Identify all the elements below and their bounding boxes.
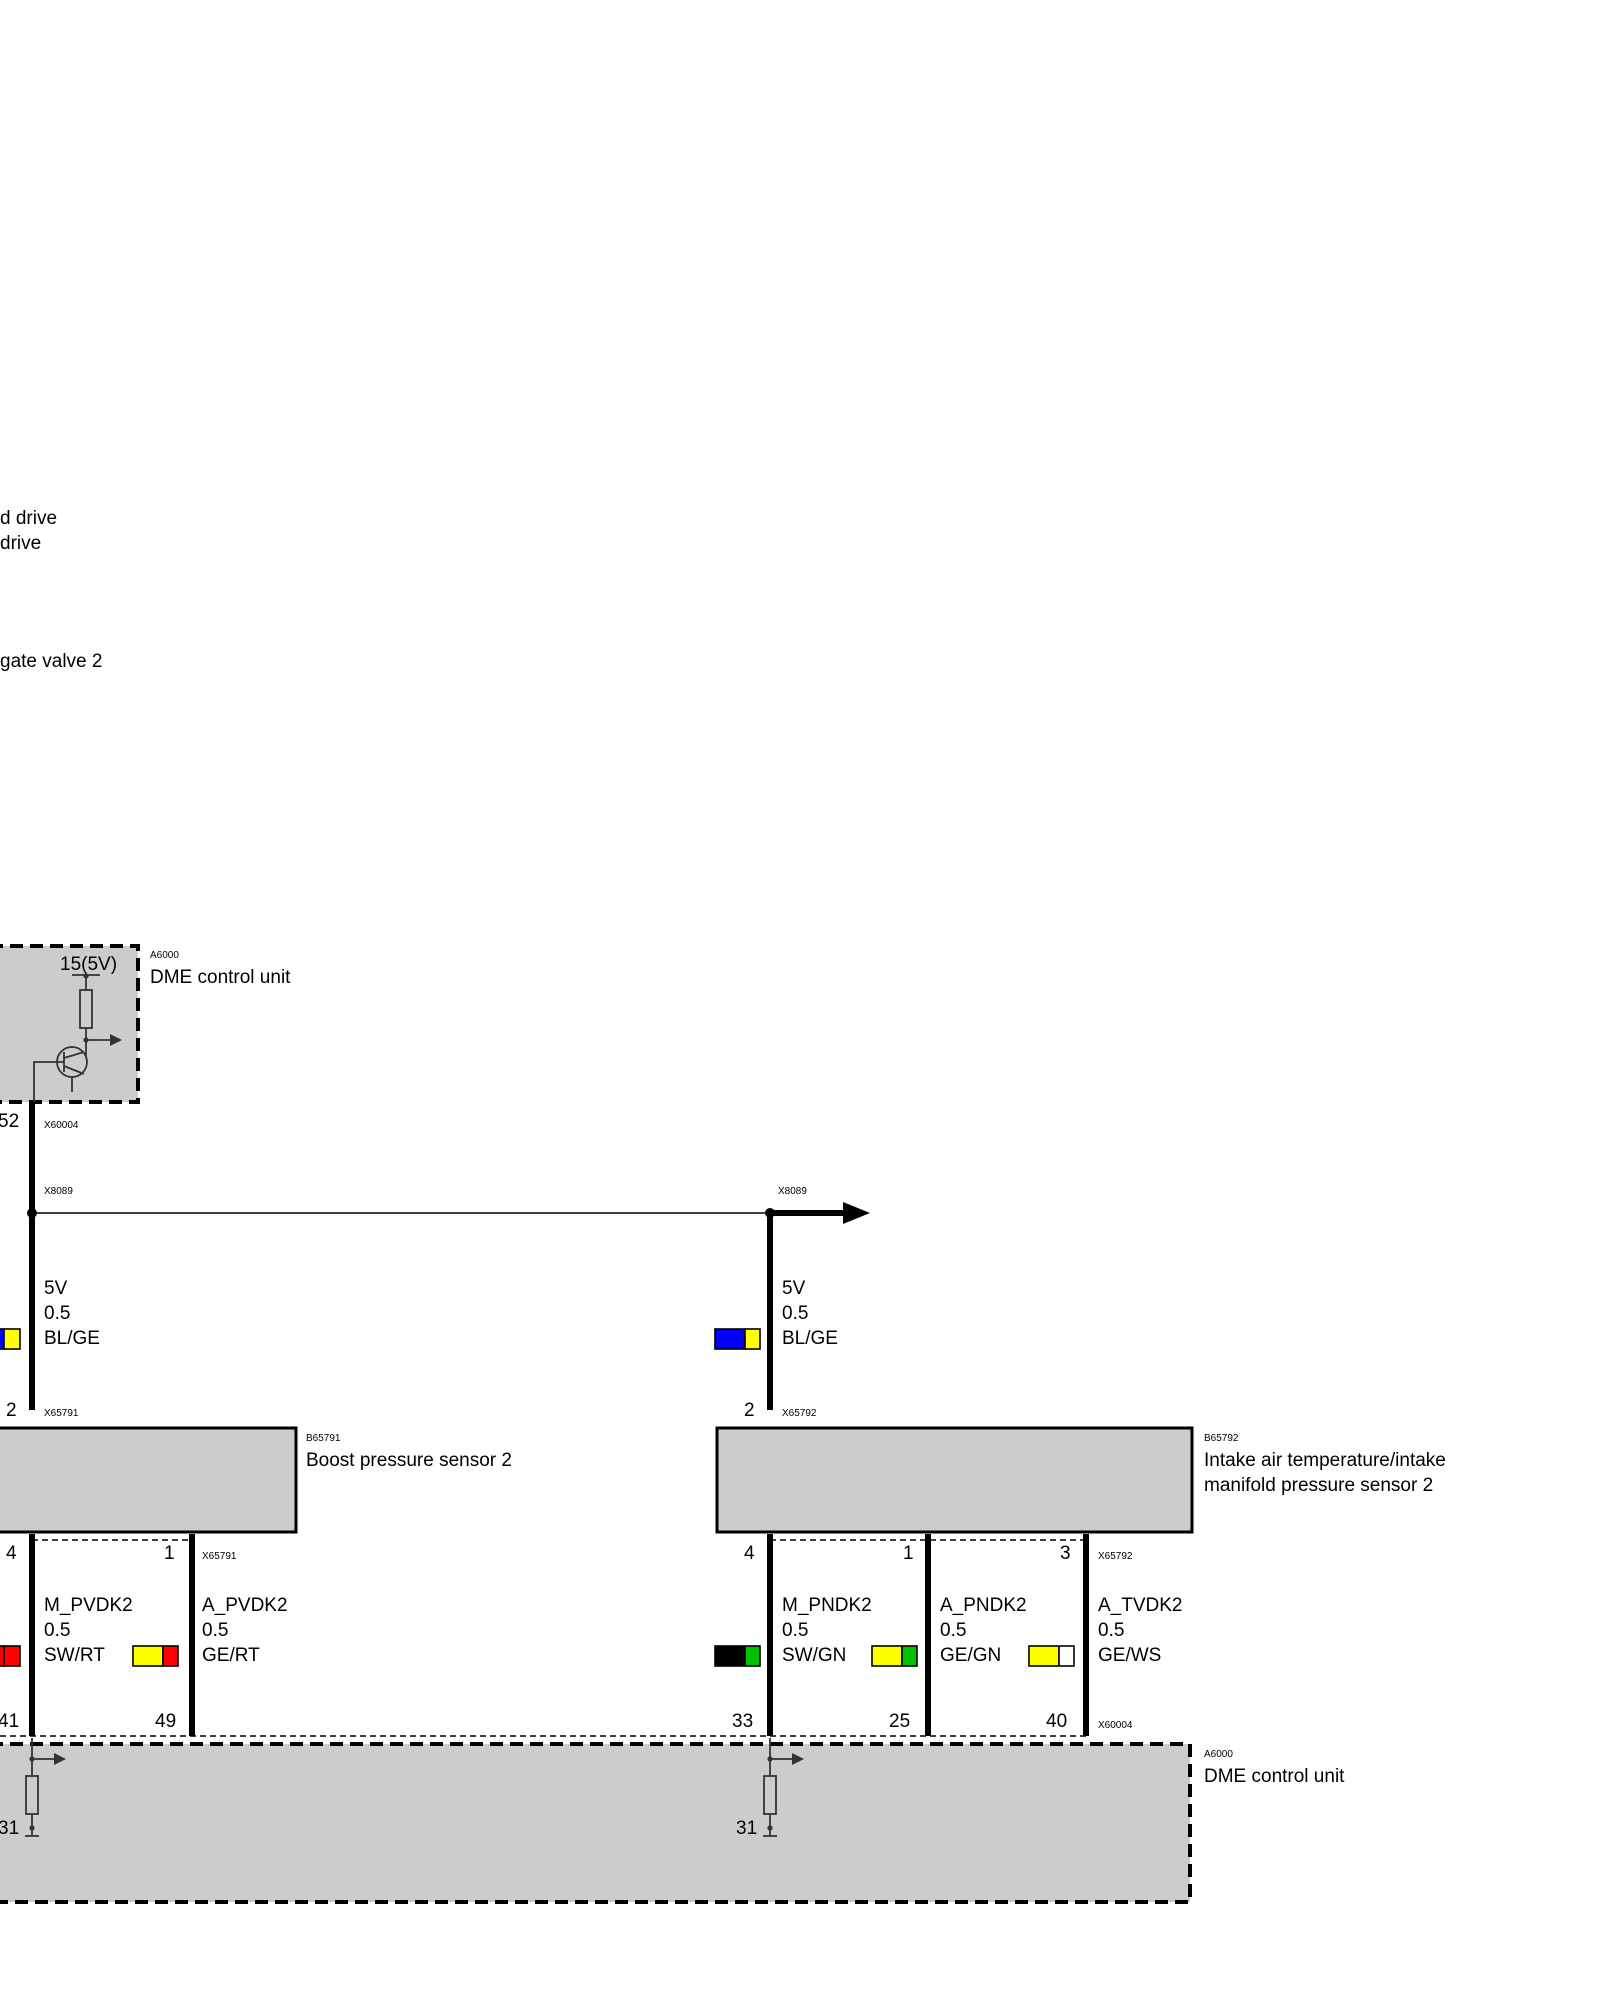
dme-bottom-pin-33: 33	[732, 1711, 753, 1732]
w5v-right-color: BL/GE	[782, 1328, 838, 1349]
a-pvdk2-signal: A_PVDK2	[202, 1595, 288, 1616]
w5v-left-swatch-b	[3, 1328, 21, 1350]
transistor-emitter	[63, 1065, 85, 1075]
splice-left	[27, 1208, 37, 1218]
sensor1-bottom-connector: X65791	[202, 1551, 237, 1562]
splice-right	[765, 1208, 775, 1218]
dme-bottom-pin-49: 49	[155, 1711, 176, 1732]
gnd-right-arrow-icon	[792, 1753, 804, 1765]
a-pndk2-swatch-b	[901, 1645, 918, 1667]
continuation-arrow-icon	[843, 1202, 870, 1224]
sensor1-code: B65791	[306, 1433, 341, 1444]
dme-top-supply-label: 15(5V)	[60, 954, 117, 975]
a-tvdk2-signal: A_TVDK2	[1098, 1595, 1182, 1616]
dme-control-unit-top: 15(5V)	[0, 944, 140, 1104]
left-label-2: drive	[0, 533, 41, 554]
dme-top-code: A6000	[150, 950, 179, 961]
bus-right-code: X8089	[778, 1186, 807, 1197]
w5v-right-swatch	[714, 1328, 761, 1350]
sensor1-top-pin: 2	[6, 1400, 17, 1421]
a-tvdk2-swatch-b	[1058, 1645, 1075, 1667]
a-tvdk2-swatch	[1028, 1645, 1075, 1667]
a-pvdk2-size: 0.5	[202, 1620, 228, 1641]
w5v-right-size: 0.5	[782, 1303, 808, 1324]
dme-top-connector: X60004	[44, 1120, 79, 1131]
sensor2-top-pin: 2	[744, 1400, 755, 1421]
sensor1-box	[0, 1426, 298, 1534]
sensor1-pin-4: 4	[6, 1543, 17, 1564]
sensor2-top-connector: X65792	[782, 1408, 817, 1419]
dme-bottom-pin-25: 25	[889, 1711, 910, 1732]
w5v-left-color: BL/GE	[44, 1328, 100, 1349]
m-pvdk2-size: 0.5	[44, 1620, 70, 1641]
dme-control-unit-bottom	[0, 1742, 1192, 1904]
m-pvdk2-swatch-b	[3, 1645, 21, 1667]
dme-bottom-code: A6000	[1204, 1749, 1233, 1760]
dme-bottom-connector: X60004	[1098, 1720, 1133, 1731]
a-pndk2-size: 0.5	[940, 1620, 966, 1641]
left-label-1: d drive	[0, 508, 57, 529]
ground-left-label: 31	[0, 1818, 19, 1839]
ground-right-label: 31	[736, 1818, 757, 1839]
m-pvdk2-color: SW/RT	[44, 1645, 105, 1666]
transistor-collector	[63, 1051, 85, 1059]
m-pvdk2-signal: M_PVDK2	[44, 1595, 133, 1616]
bus-left-code: X8089	[44, 1186, 73, 1197]
sensor1-title: Boost pressure sensor 2	[306, 1450, 512, 1471]
gnd-left-node-2	[29, 1825, 35, 1831]
sensor1-top-connector: X65791	[44, 1408, 79, 1419]
m-pndk2-signal: M_PNDK2	[782, 1595, 872, 1616]
m-pndk2-color: SW/GN	[782, 1645, 846, 1666]
dme-bottom-pin-41: 41	[0, 1711, 19, 1732]
w5v-left-size: 0.5	[44, 1303, 70, 1324]
m-pvdk2-swatch	[0, 1645, 21, 1667]
a-pndk2-color: GE/GN	[940, 1645, 1001, 1666]
sensor2-title-line2: manifold pressure sensor 2	[1204, 1475, 1433, 1496]
a-tvdk2-color: GE/WS	[1098, 1645, 1161, 1666]
a-pndk2-signal: A_PNDK2	[940, 1595, 1027, 1616]
w5v-left-swatch	[0, 1328, 21, 1350]
a-pvdk2-swatch-a	[132, 1645, 164, 1667]
dme-bottom-pin-40: 40	[1046, 1711, 1067, 1732]
a-pvdk2-swatch	[132, 1645, 179, 1667]
w5v-right-swatch-a	[714, 1328, 746, 1350]
m-pndk2-swatch-b	[744, 1645, 761, 1667]
sensor2-pin-4: 4	[744, 1543, 755, 1564]
dme-top-title: DME control unit	[150, 967, 291, 988]
sensor2-box	[715, 1426, 1194, 1534]
a-tvdk2-swatch-a	[1028, 1645, 1060, 1667]
m-pndk2-swatch-a	[714, 1645, 746, 1667]
dme-bottom-title: DME control unit	[1204, 1766, 1345, 1787]
sensor2-title-line1: Intake air temperature/intake	[1204, 1450, 1446, 1471]
left-label-3: gate valve 2	[0, 651, 102, 672]
sensor1-pin-1: 1	[164, 1543, 175, 1564]
w5v-left-signal: 5V	[44, 1278, 68, 1299]
sensor2-bottom-connector: X65792	[1098, 1551, 1133, 1562]
sensor2-pin-1: 1	[903, 1543, 914, 1564]
gnd-left-arrow-icon	[54, 1753, 66, 1765]
sensor2-code: B65792	[1204, 1433, 1239, 1444]
ground-circuit-left	[25, 1738, 66, 1837]
transistor-output-lead	[33, 1061, 64, 1102]
a-pndk2-swatch	[871, 1645, 918, 1667]
sensor2-pin-3: 3	[1060, 1543, 1071, 1564]
dme-top-pin: 52	[0, 1111, 19, 1132]
a-pvdk2-swatch-b	[162, 1645, 179, 1667]
w5v-right-swatch-b	[744, 1328, 761, 1350]
signal-arrow-icon	[110, 1034, 122, 1046]
ground-circuit-right	[763, 1738, 804, 1837]
gnd-right-node-2	[767, 1825, 773, 1831]
a-pndk2-swatch-a	[871, 1645, 903, 1667]
m-pndk2-swatch	[714, 1645, 761, 1667]
m-pndk2-size: 0.5	[782, 1620, 808, 1641]
supply-node	[83, 973, 89, 979]
a-pvdk2-color: GE/RT	[202, 1645, 260, 1666]
w5v-right-signal: 5V	[782, 1278, 806, 1299]
a-tvdk2-size: 0.5	[1098, 1620, 1124, 1641]
